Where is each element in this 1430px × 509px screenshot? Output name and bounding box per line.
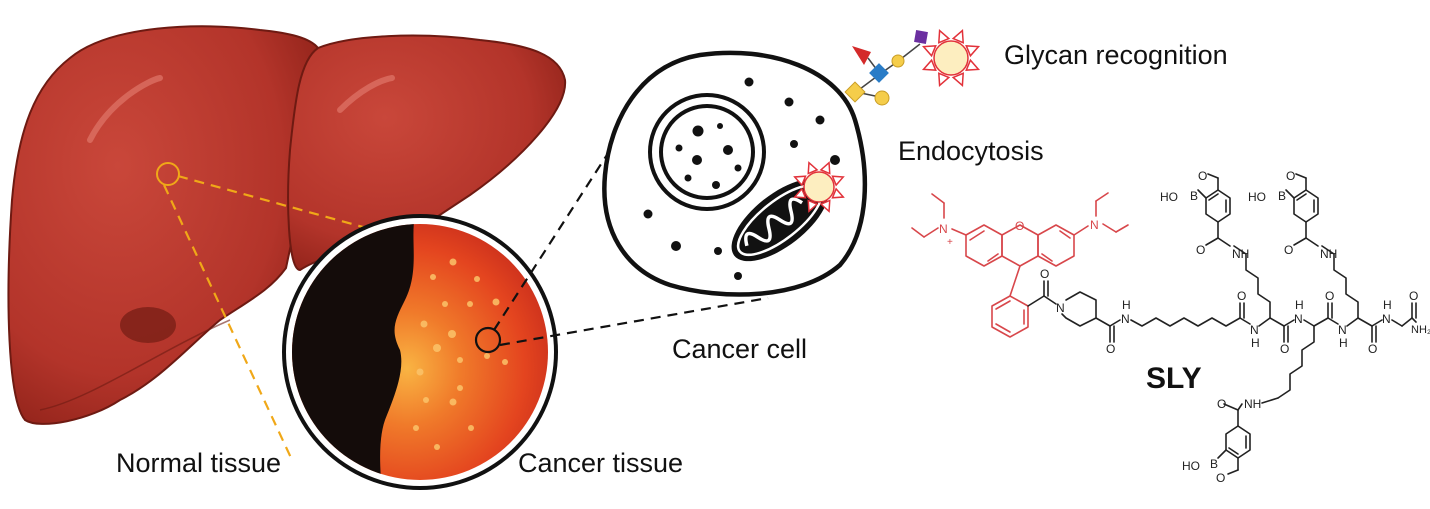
probe-core [803, 171, 835, 203]
probe-core [933, 40, 969, 76]
liver-highlight [337, 75, 395, 113]
atom-label: B [1210, 457, 1218, 471]
glycan-recognition-label: Glycan recognition [1004, 40, 1228, 70]
atom-label: N [1121, 312, 1130, 326]
probe-ray [807, 199, 819, 213]
atom-label: N [1294, 312, 1303, 326]
gallbladder [120, 307, 176, 343]
atom-label: NH [1320, 247, 1337, 261]
probe-ray [831, 187, 845, 199]
probe-ray [819, 161, 831, 175]
atom-label: HO [1182, 459, 1200, 473]
atom-label: H [1295, 298, 1304, 312]
probe-icon [921, 28, 981, 88]
cell-zoom-line [499, 296, 769, 347]
liver-fold [39, 319, 231, 411]
atom-label: N [1090, 218, 1099, 232]
liver-highlight [87, 75, 163, 143]
atom-label: O [1284, 243, 1293, 257]
probe-ray [937, 28, 951, 44]
atom-label: O [1286, 169, 1295, 183]
cancer-zoom-marker [474, 326, 502, 354]
cancer-cell-label: Cancer cell [672, 334, 808, 364]
liver-zoom-marker [156, 162, 180, 186]
sly-peptide-structure: O N O N H O N H O N H NH O [1027, 169, 1430, 485]
atom-label: O [1015, 219, 1024, 233]
benzoxaborole-group: O B O HO [1160, 169, 1231, 257]
probe-ray [819, 199, 831, 213]
probe-ray [807, 161, 819, 175]
atom-label: N [939, 222, 948, 236]
atom-label: O [1237, 289, 1246, 303]
benzoxaborole-group: O B O HO [1248, 169, 1319, 257]
probe-in-cell-icon [793, 161, 845, 213]
compound-name-label: SLY [1146, 362, 1202, 395]
atom-label: H [1339, 336, 1348, 350]
liver-zoom-line [177, 174, 433, 248]
atom-label: NH [1232, 247, 1249, 261]
rhodamine-fluorophore-structure: O N + N [911, 192, 1129, 338]
probe-ray [951, 72, 965, 88]
glycan-galactose-circle [891, 54, 905, 68]
atom-label: + [947, 237, 953, 248]
normal-tissue-region [292, 224, 415, 480]
atom-label: O [1280, 342, 1289, 356]
probe-ray [965, 58, 981, 72]
atom-label: H [1251, 336, 1260, 350]
nucleolus-dots [675, 123, 742, 189]
atom-label: NH₂ [1411, 324, 1430, 336]
atom-label: O [1106, 342, 1115, 356]
nucleus-inner [659, 104, 755, 200]
atom-label: O [1368, 342, 1377, 356]
atom-label: H [1122, 298, 1131, 312]
glycan-chain [844, 30, 928, 106]
atom-label: NH [1244, 397, 1261, 411]
atom-label: O [1198, 169, 1207, 183]
probe-ray [965, 44, 981, 58]
glycan-fucose-triangle [852, 46, 871, 65]
cytoplasm-dots [643, 77, 840, 280]
cell-zoom-line [493, 143, 615, 331]
atom-label: O [1040, 267, 1049, 281]
liver-illustration [7, 25, 567, 461]
atom-label: B [1278, 189, 1286, 203]
atom-label: H [1383, 298, 1392, 312]
atom-label: O [1196, 243, 1205, 257]
liver-right-lobe [7, 25, 322, 425]
probe-ray [951, 28, 965, 44]
glycan-galactose-circle [874, 90, 890, 106]
probe-ray [793, 175, 807, 187]
normal-tissue-label: Normal tissue [116, 448, 282, 478]
cancer-spots [413, 258, 508, 450]
tissue-lens [282, 143, 769, 490]
benzoxaborole-group: NH O B O HO [1182, 397, 1279, 485]
atom-label: O [1409, 289, 1418, 303]
atom-label: N [1382, 312, 1391, 326]
atom-label: O [1217, 397, 1226, 411]
cancer-cell [602, 50, 868, 297]
atom-label: HO [1248, 190, 1266, 204]
probe-ray [793, 187, 807, 199]
atom-label: N [1250, 323, 1259, 337]
atom-label: N [1056, 301, 1065, 315]
probe-ray [937, 72, 951, 88]
cancer-tissue-label: Cancer tissue [518, 448, 684, 478]
atom-label: HO [1160, 190, 1178, 204]
probe-ray [921, 44, 937, 58]
atom-label: O [1325, 289, 1334, 303]
atom-label: N [1338, 323, 1347, 337]
glycan-galnac-square [844, 81, 866, 103]
glycan-sialic-square [914, 30, 928, 44]
probe-ray [831, 175, 845, 187]
endocytosis-label: Endocytosis [898, 136, 1044, 166]
atom-label: B [1190, 189, 1198, 203]
atom-label: O [1216, 471, 1225, 485]
probe-ray [921, 58, 937, 72]
